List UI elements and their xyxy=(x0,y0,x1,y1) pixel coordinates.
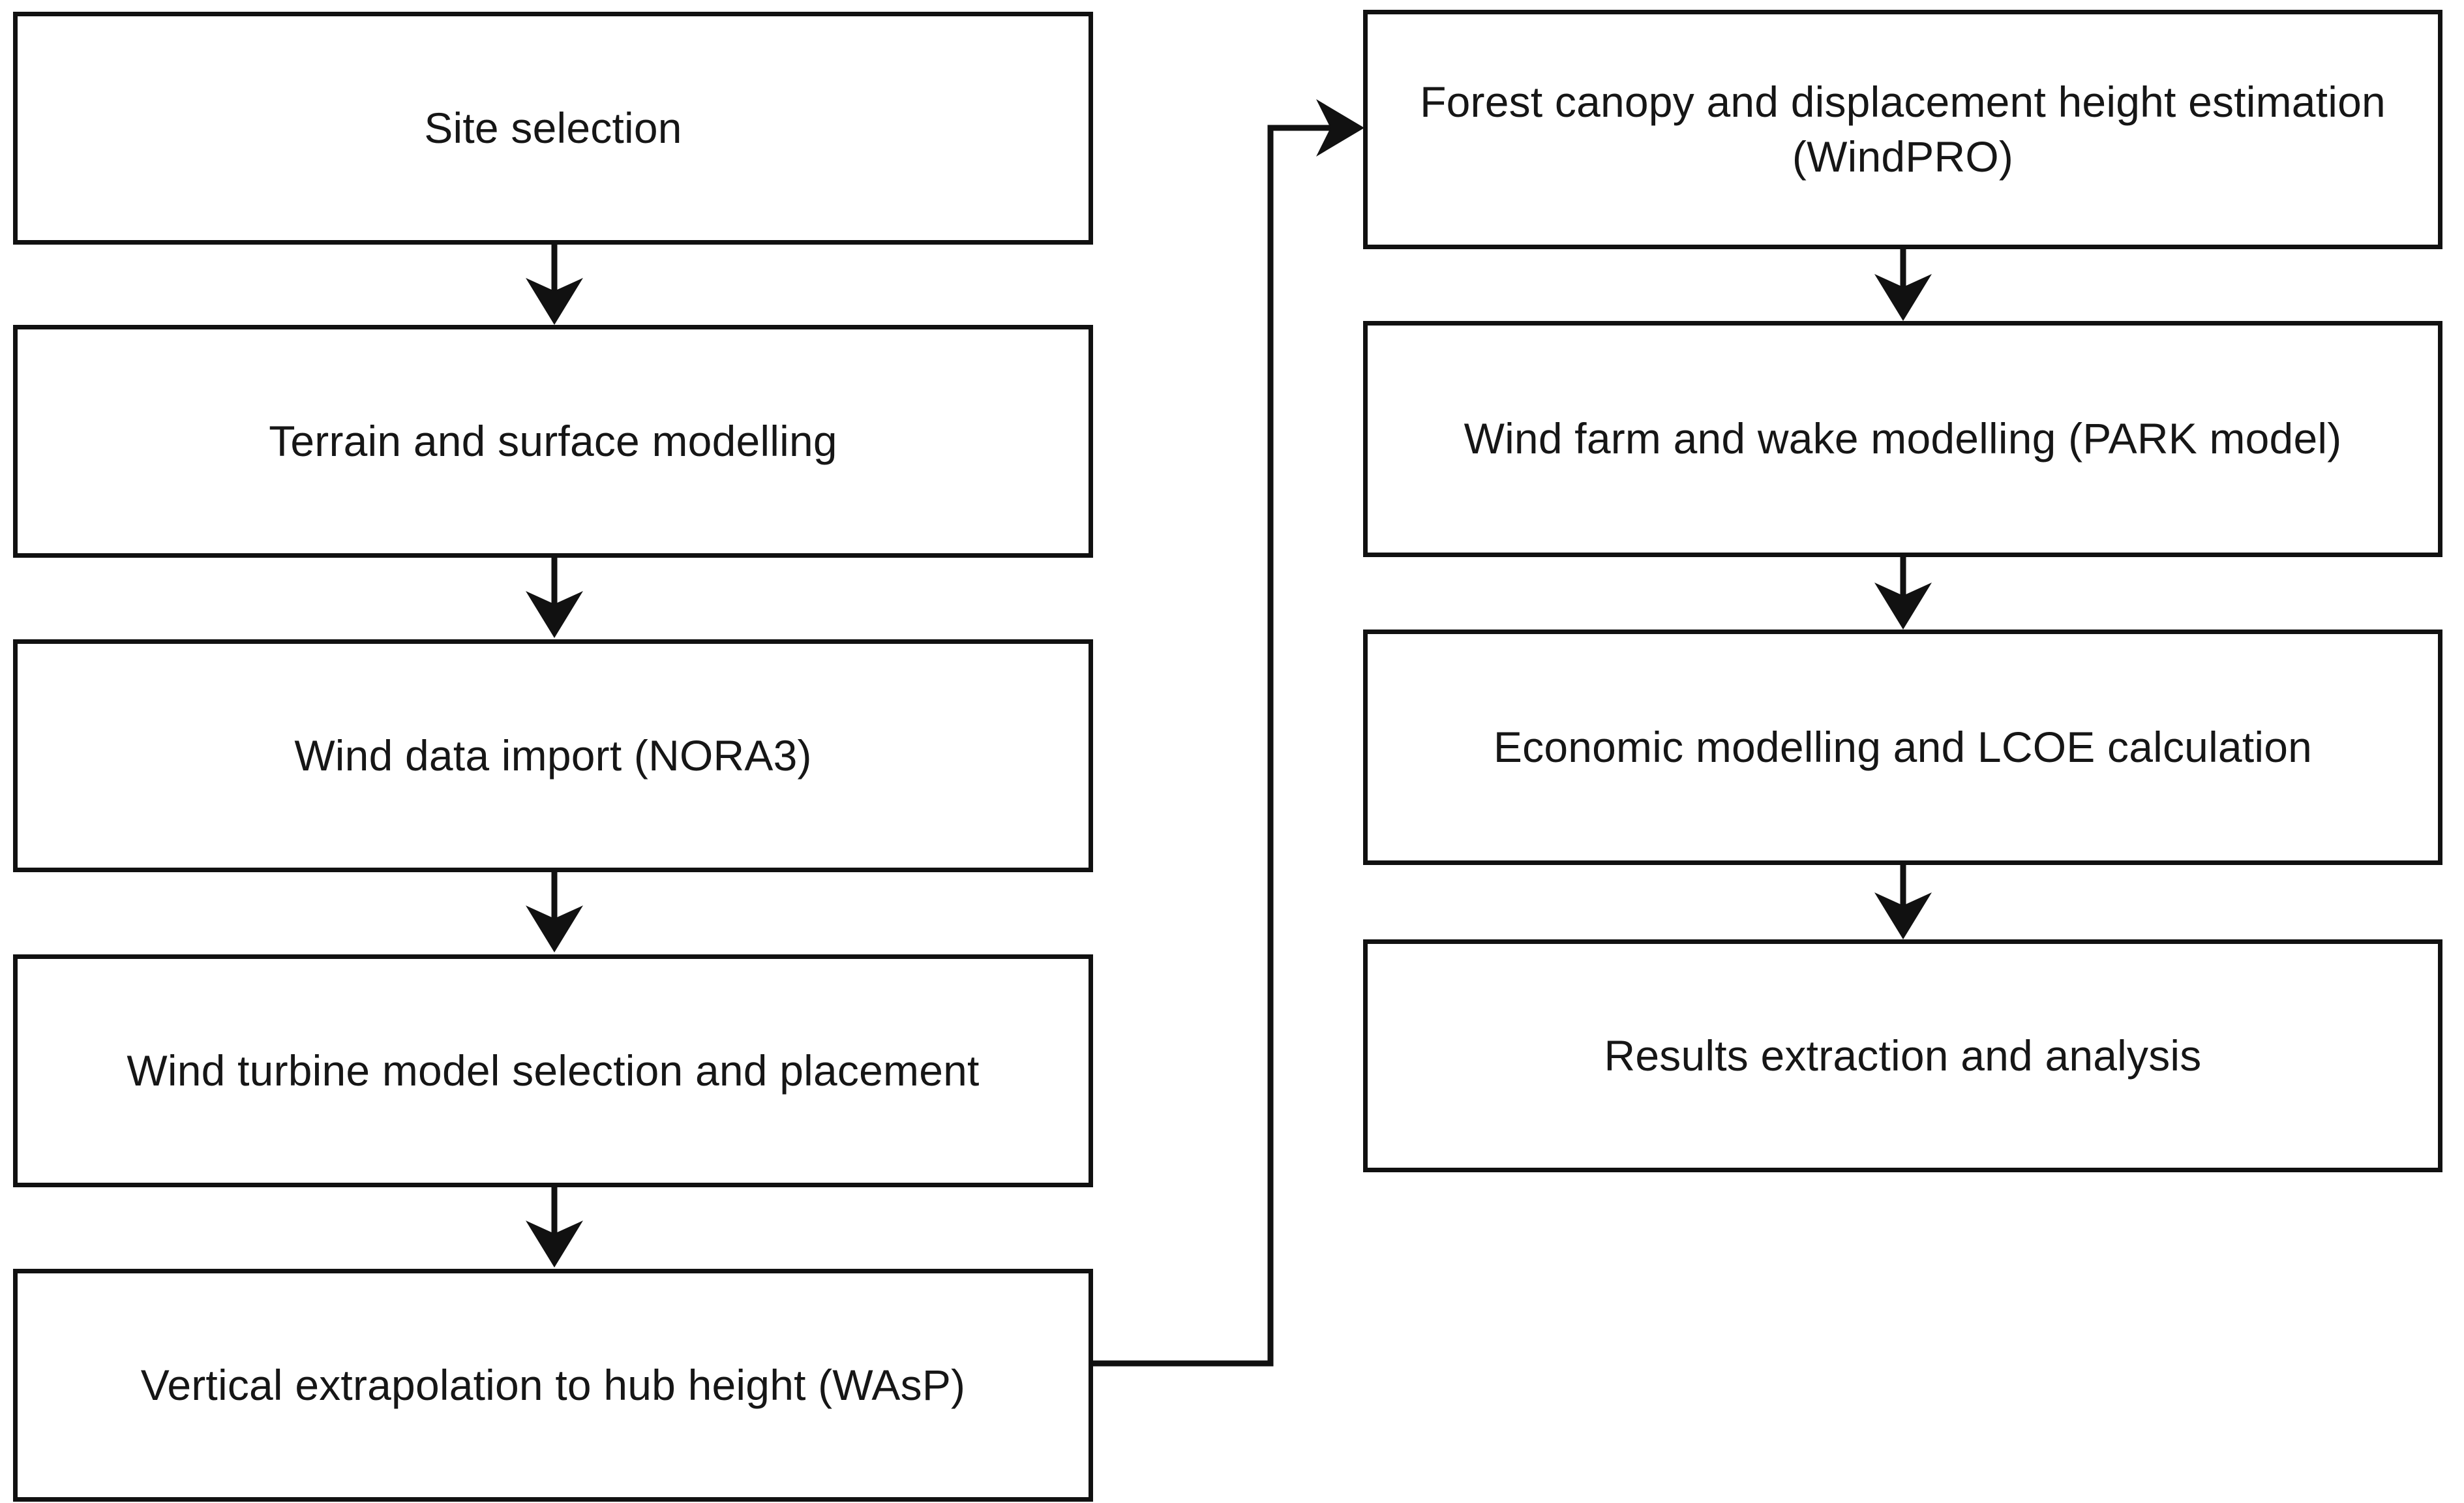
node-label-economic-modelling: Economic modelling and LCOE calculation xyxy=(1493,722,2313,771)
node-label-terrain-surface-modelling: Terrain and surface modelling xyxy=(269,416,837,465)
node-wake-modelling[interactable]: Wind farm and wake modelling (PARK model… xyxy=(1363,321,2442,557)
edge-forestcanopy-to-wake xyxy=(1874,249,1932,321)
edge-site-to-terrain xyxy=(526,245,583,325)
node-label-forest-canopy-estimation: Forest canopy and displacement height es… xyxy=(1420,78,2386,181)
edge-economic-to-results xyxy=(1874,865,1932,939)
edge-vertical-to-forestcanopy xyxy=(1093,99,1364,1367)
node-label-wind-data-import: Wind data import (NORA3) xyxy=(294,731,812,780)
node-forest-canopy-estimation[interactable]: Forest canopy and displacement height es… xyxy=(1363,10,2442,249)
node-terrain-surface-modelling[interactable]: Terrain and surface modelling xyxy=(13,325,1093,558)
node-label-turbine-selection-placement: Wind turbine model selection and placeme… xyxy=(127,1046,980,1095)
node-label-results-extraction: Results extraction and analysis xyxy=(1604,1031,2202,1080)
node-label-vertical-extrapolation: Vertical extrapolation to hub height (WA… xyxy=(140,1360,966,1409)
node-results-extraction[interactable]: Results extraction and analysis xyxy=(1363,939,2442,1172)
node-vertical-extrapolation[interactable]: Vertical extrapolation to hub height (WA… xyxy=(13,1269,1093,1502)
node-site-selection[interactable]: Site selection xyxy=(13,12,1093,245)
edge-turbine-to-vertical xyxy=(526,1187,583,1268)
edge-wake-to-economic xyxy=(1874,557,1932,630)
edge-terrain-to-winddata xyxy=(526,558,583,638)
node-turbine-selection-placement[interactable]: Wind turbine model selection and placeme… xyxy=(13,954,1093,1187)
node-label-wake-modelling: Wind farm and wake modelling (PARK model… xyxy=(1464,414,2342,463)
node-wind-data-import[interactable]: Wind data import (NORA3) xyxy=(13,639,1093,872)
node-label-site-selection: Site selection xyxy=(424,103,682,152)
node-economic-modelling[interactable]: Economic modelling and LCOE calculation xyxy=(1363,630,2442,865)
edge-winddata-to-turbine xyxy=(526,872,583,952)
